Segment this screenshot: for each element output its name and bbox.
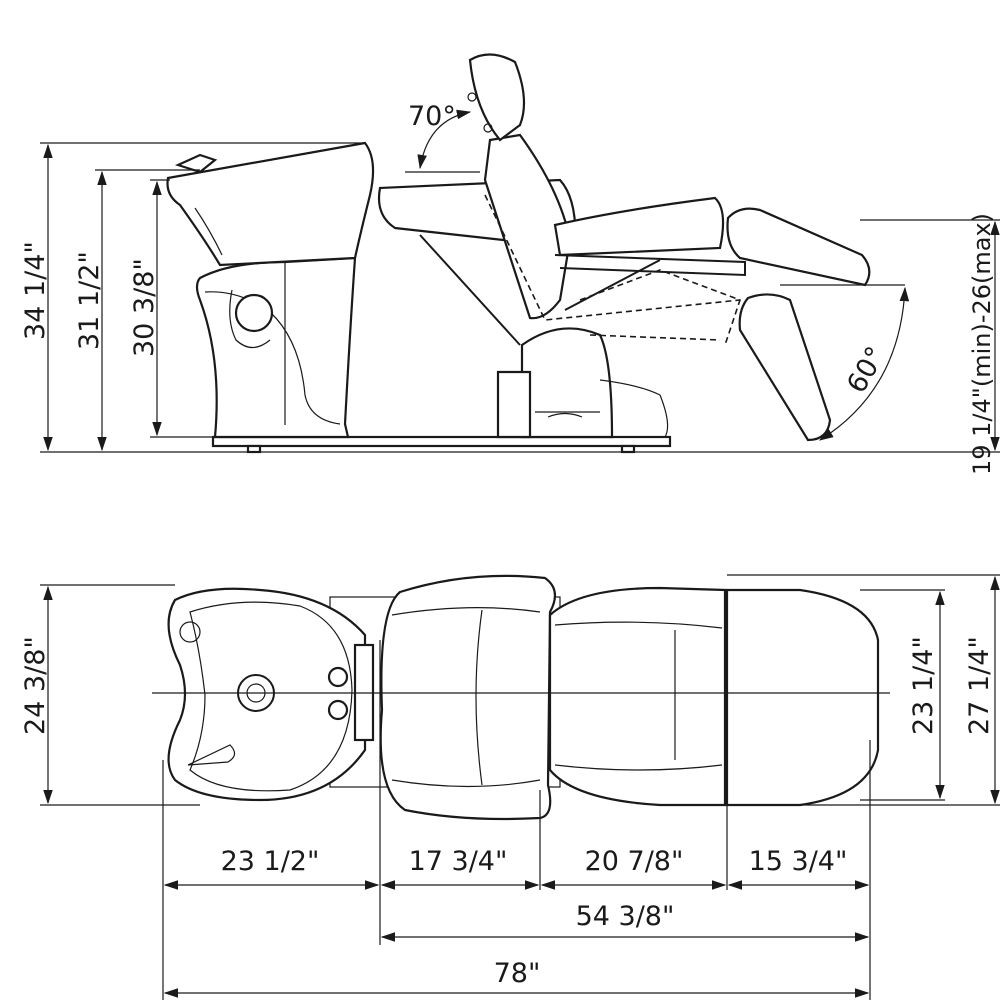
- dim-leg-length: 15 3/4": [749, 846, 848, 877]
- dim-chair-length: 54 3/8": [576, 901, 675, 932]
- chair-column: [520, 327, 614, 439]
- angle-backrest-label: 70°: [408, 101, 456, 132]
- base-plate: [211, 435, 672, 448]
- dim-height-bowl: 30 3/8": [129, 258, 160, 357]
- dim-seat-height: 19 1/4"(min)-26(max): [968, 213, 996, 475]
- dim-width-bowl: 24 3/8": [20, 636, 51, 735]
- angle-legrest-label: 60°: [841, 342, 892, 399]
- headrest: [468, 53, 526, 142]
- pedestal-port: [234, 293, 274, 333]
- bowl-top: [167, 587, 367, 802]
- bowl-pedestal: [195, 256, 357, 439]
- column-cover: [496, 370, 532, 439]
- dim-bowl-length: 23 1/2": [221, 846, 320, 877]
- foot: [620, 444, 636, 454]
- seat-top: [548, 586, 727, 807]
- dim-width-seat: 23 1/4": [908, 636, 939, 735]
- dim-height-total: 34 1/4": [20, 241, 51, 340]
- top-view: 24 3/8" 23 1/4" 27 1/4" 23 1/2" 17 3/4" …: [20, 574, 1000, 1000]
- seat: [553, 196, 725, 257]
- backrest-top: [379, 574, 557, 821]
- foot: [246, 444, 262, 454]
- legrest-raised: [726, 207, 871, 287]
- legrest-lowered: [738, 293, 832, 442]
- wash-bowl: [166, 141, 375, 267]
- dim-total-length: 78": [494, 958, 541, 989]
- dim-width-total: 27 1/4": [964, 636, 995, 735]
- side-view: 70° 60° 34 1/4" 31 1/2" 30 3/8" 19 1/4"(…: [20, 53, 1000, 475]
- dim-height-bowl-rim: 31 1/2": [74, 251, 105, 350]
- dim-seat-length: 20 7/8": [585, 846, 684, 877]
- dim-back-length: 17 3/4": [409, 846, 508, 877]
- legrest-top: [725, 588, 880, 807]
